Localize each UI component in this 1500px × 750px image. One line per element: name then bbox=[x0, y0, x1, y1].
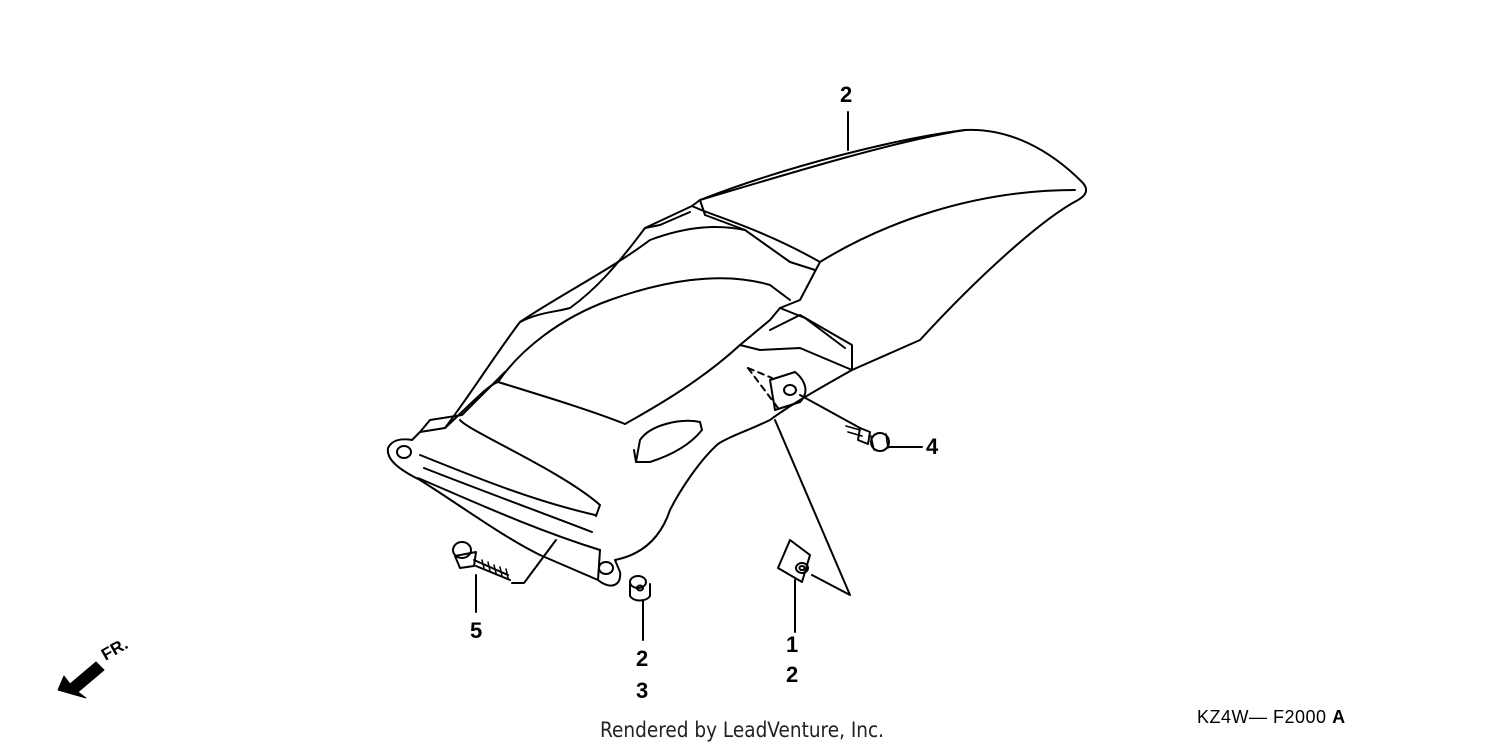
callout-bolt-left: 5 bbox=[470, 618, 483, 643]
diagram-code-suffix: A bbox=[1332, 707, 1346, 727]
rear-fender bbox=[386, 128, 1088, 587]
callout-bolt-right: 4 bbox=[926, 434, 939, 459]
callout-nut-lower: 2 bbox=[786, 662, 799, 687]
footer-credit: Rendered by LeadVenture, Inc. bbox=[600, 718, 885, 742]
callout-nut-upper: 1 bbox=[786, 632, 799, 657]
clip-nut-part bbox=[777, 539, 811, 583]
diagram-code: KZ4W— F2000 A bbox=[1197, 707, 1346, 728]
diagram-code-main: KZ4W— F2000 bbox=[1197, 707, 1327, 727]
callout-collar-upper: 2 bbox=[636, 646, 649, 671]
front-direction-arrow bbox=[57, 661, 105, 699]
callout-top-fender: 2 bbox=[840, 82, 853, 107]
collar-part bbox=[629, 575, 651, 602]
bolt-4-part bbox=[845, 425, 890, 452]
callout-collar-lower: 3 bbox=[636, 678, 649, 703]
bolt-5-part bbox=[452, 541, 511, 581]
